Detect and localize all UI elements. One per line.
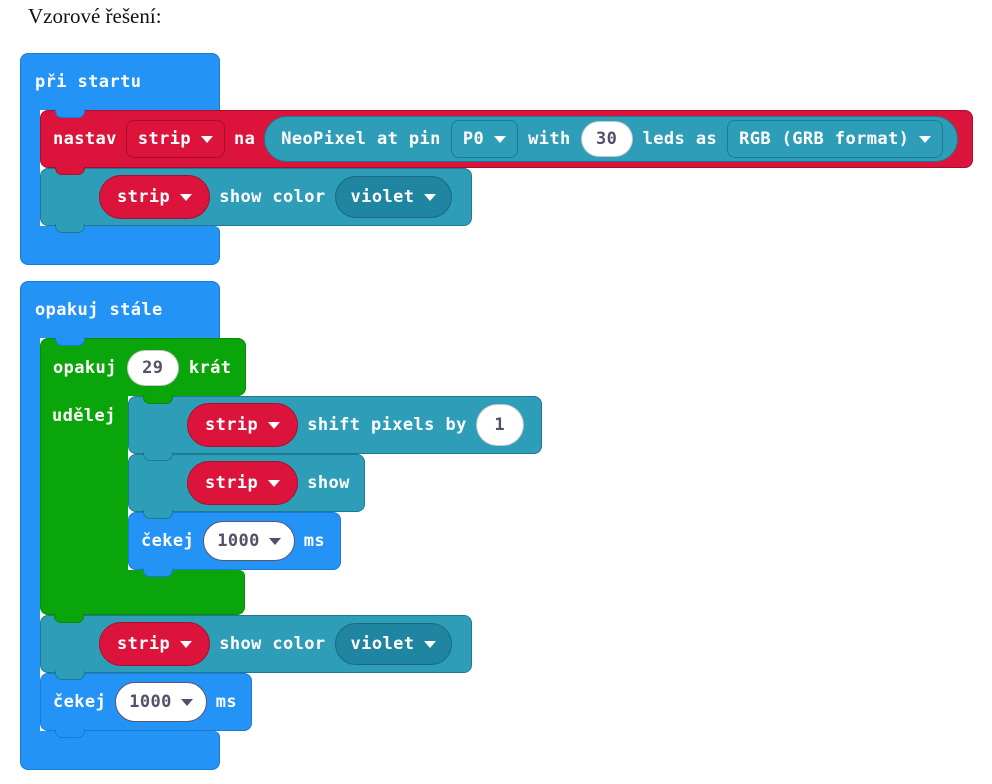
dropdown-arrow-icon: [180, 193, 193, 201]
neopixel-label: NeoPixel at pin: [281, 129, 441, 149]
wait-label: čekej: [141, 531, 195, 551]
shift-label: shift pixels by: [307, 415, 467, 435]
variable-dropdown-strip[interactable]: strip: [125, 120, 225, 158]
repeat-header[interactable]: opakuj 29 krát: [40, 338, 247, 404]
pin-dropdown[interactable]: P0: [450, 120, 519, 158]
show-label: show: [307, 473, 350, 493]
dropdown-arrow-icon: [424, 193, 437, 201]
wait-unit-label: ms: [303, 531, 326, 551]
forever-body: opakuj 29 krát udělej strip: [20, 338, 542, 738]
show-color-label: show color: [219, 634, 326, 654]
variable-name: strip: [205, 473, 259, 493]
on-start-body: nastav strip na NeoPixel at pin P0 with …: [20, 110, 974, 233]
forever-spine: [20, 338, 40, 731]
dropdown-arrow-icon: [919, 135, 932, 143]
strip-variable-pill[interactable]: strip: [99, 175, 211, 219]
color-dropdown-violet[interactable]: violet: [334, 176, 453, 218]
block-shift-pixels[interactable]: strip shift pixels by 1: [128, 396, 542, 461]
page-title: Vzorové řešení:: [28, 4, 162, 28]
block-forever[interactable]: opakuj stále opakuj 29 krát udělej: [20, 281, 542, 770]
strip-variable-pill[interactable]: strip: [99, 622, 211, 666]
repeat-do-label: udělej: [52, 406, 116, 426]
block-on-start[interactable]: při startu nastav strip na NeoPixel at p…: [20, 53, 974, 265]
show-color-label: show color: [219, 187, 326, 207]
on-start-header[interactable]: při startu: [20, 53, 220, 118]
neopixel-constructor-pill[interactable]: NeoPixel at pin P0 with 30 leds as RGB (…: [264, 116, 959, 162]
on-start-label: při startu: [35, 72, 142, 92]
set-label: nastav: [53, 129, 117, 149]
on-start-footer: [20, 226, 220, 265]
wait-time-dropdown[interactable]: 1000: [115, 682, 207, 722]
dropdown-arrow-icon: [268, 421, 281, 429]
dropdown-arrow-icon: [268, 479, 281, 487]
on-start-stack: nastav strip na NeoPixel at pin P0 with …: [40, 110, 974, 233]
block-show-color-2[interactable]: strip show color violet: [40, 615, 472, 680]
block-repeat[interactable]: opakuj 29 krát udělej strip: [40, 338, 542, 623]
forever-footer: [20, 731, 220, 770]
wait-unit-label: ms: [215, 692, 238, 712]
dropdown-arrow-icon: [268, 537, 281, 545]
repeat-label: opakuj: [53, 357, 117, 378]
dropdown-arrow-icon: [201, 135, 213, 143]
pin-value: P0: [462, 129, 485, 149]
wait-time-dropdown[interactable]: 1000: [203, 521, 295, 561]
dropdown-arrow-icon: [494, 135, 507, 143]
led-count-input[interactable]: 30: [580, 121, 633, 157]
color-value: violet: [350, 187, 415, 207]
color-value: violet: [350, 634, 415, 654]
leds-as-label: leds as: [642, 129, 718, 149]
dropdown-arrow-icon: [424, 640, 437, 648]
dropdown-arrow-icon: [180, 640, 193, 648]
wait-time-value: 1000: [129, 692, 172, 712]
forever-label: opakuj stále: [35, 300, 163, 320]
with-label: with: [528, 129, 571, 149]
on-start-spine: [20, 110, 40, 226]
block-strip-show[interactable]: strip show: [128, 454, 365, 519]
variable-name: strip: [205, 415, 259, 435]
block-show-color-1[interactable]: strip show color violet: [40, 168, 472, 233]
format-dropdown[interactable]: RGB (GRB format): [727, 120, 944, 158]
set-to-label: na: [234, 129, 256, 149]
repeat-spine: udělej: [40, 396, 128, 570]
variable-name: strip: [117, 187, 171, 207]
color-dropdown-violet[interactable]: violet: [334, 623, 453, 665]
format-value: RGB (GRB format): [739, 129, 910, 149]
repeat-footer: [40, 570, 245, 615]
strip-variable-pill[interactable]: strip: [187, 403, 299, 447]
block-set-variable[interactable]: nastav strip na NeoPixel at pin P0 with …: [40, 110, 974, 175]
block-wait-inner[interactable]: čekej 1000 ms: [128, 512, 341, 577]
forever-stack: opakuj 29 krát udělej strip: [40, 338, 542, 738]
repeat-stack: strip shift pixels by 1 strip: [128, 396, 542, 577]
dropdown-arrow-icon: [180, 698, 193, 706]
repeat-body: udělej strip shift pixels by 1: [40, 396, 542, 577]
forever-header[interactable]: opakuj stále: [20, 281, 220, 346]
wait-time-value: 1000: [217, 531, 260, 551]
repeat-suffix-label: krát: [188, 357, 232, 378]
wait-label: čekej: [53, 692, 107, 712]
variable-name: strip: [137, 129, 191, 149]
shift-count-input[interactable]: 1: [475, 404, 524, 446]
block-wait-outer[interactable]: čekej 1000 ms: [40, 673, 253, 738]
variable-name: strip: [117, 634, 171, 654]
strip-variable-pill[interactable]: strip: [187, 461, 299, 505]
repeat-count-input[interactable]: 29: [126, 349, 179, 386]
